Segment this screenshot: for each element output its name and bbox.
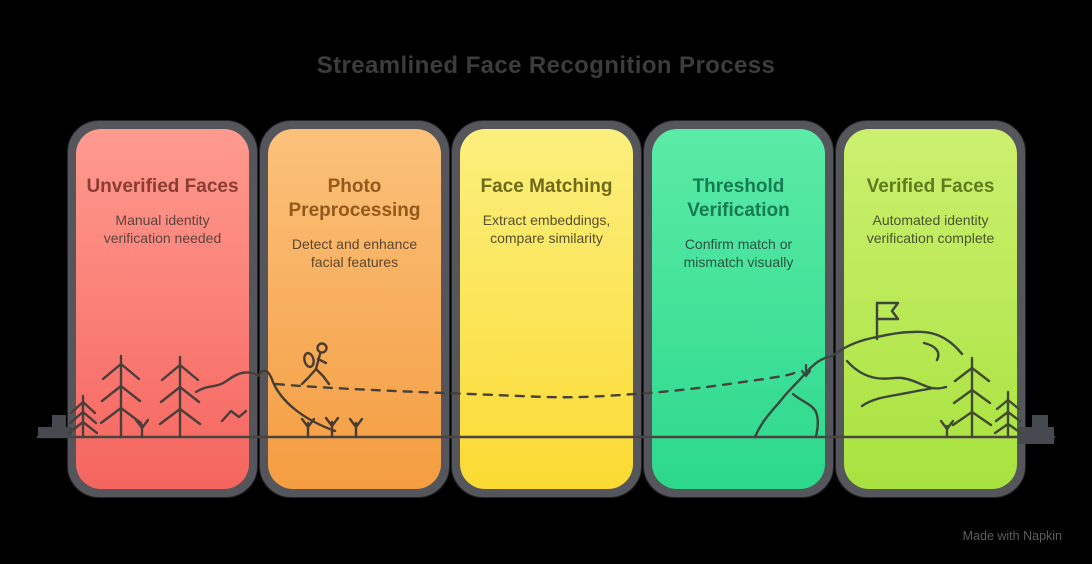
stage-card-body: Unverified Faces Manual identity verific… (76, 129, 249, 489)
stage-subtitle: Extract embeddings, compare similarity (482, 211, 611, 246)
stage-card-verified-faces: Verified Faces Automated identity verifi… (835, 120, 1026, 498)
stage-card-body: Threshold Verification Confirm match or … (652, 129, 825, 489)
stage-subtitle: Automated identity verification complete (866, 211, 995, 246)
stage-title: Verified Faces (866, 176, 995, 197)
watermark: Made with Napkin (962, 529, 1062, 543)
stage-card-body: Photo Preprocessing Detect and enhance f… (268, 129, 441, 489)
stage-card-face-matching: Face Matching Extract embeddings, compar… (451, 120, 642, 498)
stage-subtitle: Confirm match or mismatch visually (683, 235, 794, 270)
stage-card-photo-preprocessing: Photo Preprocessing Detect and enhance f… (259, 120, 450, 498)
stage-title: Photo Preprocessing (288, 176, 421, 221)
stage-subtitle: Detect and enhance facial features (291, 235, 418, 270)
stage-title: Face Matching (480, 176, 613, 197)
stage-card-threshold-verification: Threshold Verification Confirm match or … (643, 120, 834, 498)
page-title: Streamlined Face Recognition Process (316, 52, 776, 79)
stage-subtitle: Manual identity verification needed (103, 211, 222, 246)
stage-card-unverified-faces: Unverified Faces Manual identity verific… (67, 120, 258, 498)
stage-cards-row: Unverified Faces Manual identity verific… (67, 120, 1026, 498)
stage-title: Threshold Verification (687, 176, 790, 221)
stage-title: Unverified Faces (86, 176, 239, 197)
stage-card-body: Face Matching Extract embeddings, compar… (460, 129, 633, 489)
stage-card-body: Verified Faces Automated identity verifi… (844, 129, 1017, 489)
